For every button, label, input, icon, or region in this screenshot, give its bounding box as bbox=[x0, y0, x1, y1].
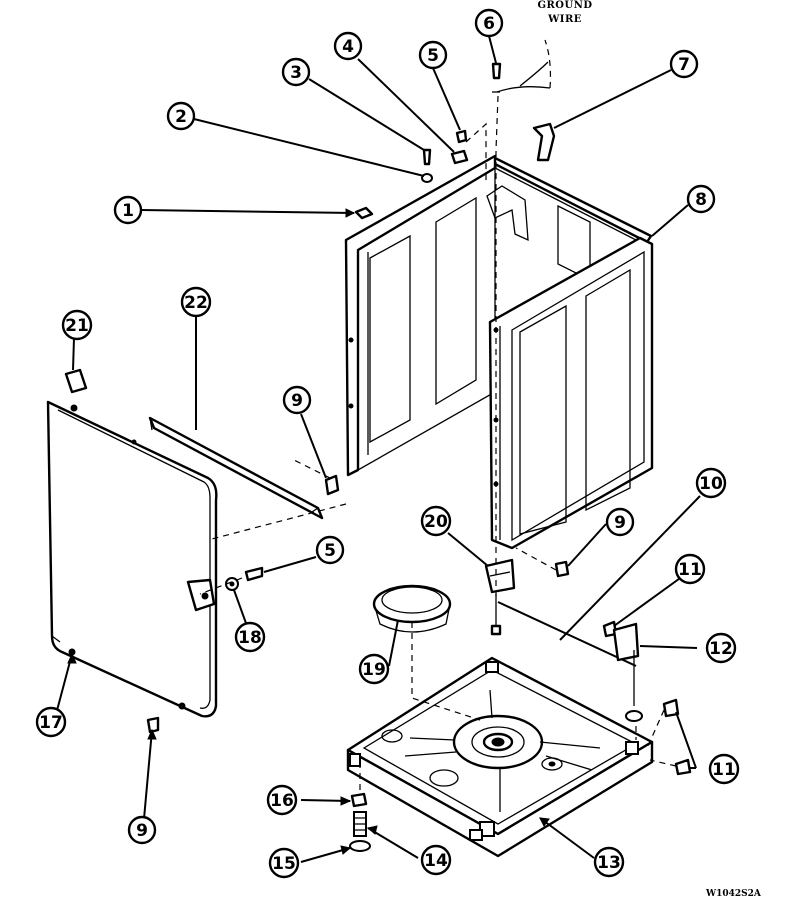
callout-11b-label: 11 bbox=[712, 760, 736, 780]
front-panel bbox=[46, 400, 218, 718]
callout-14: 14 bbox=[420, 844, 452, 876]
callout-9b: 9 bbox=[605, 507, 635, 537]
callout-20-label: 20 bbox=[424, 512, 448, 532]
callout-13: 13 bbox=[593, 846, 625, 878]
callout-1-label: 1 bbox=[122, 201, 134, 221]
ground-wire-label-line1: GROUND bbox=[537, 0, 592, 11]
callout-19: 19 bbox=[358, 653, 390, 685]
leader-lines bbox=[54, 35, 701, 863]
callout-18-label: 18 bbox=[238, 628, 262, 648]
callout-12: 12 bbox=[705, 632, 737, 664]
callout-3-label: 3 bbox=[290, 63, 302, 83]
callout-17-label: 17 bbox=[39, 713, 63, 733]
callout-1: 1 bbox=[113, 195, 143, 225]
callout-9c: 9 bbox=[127, 815, 157, 845]
base bbox=[346, 656, 654, 858]
callout-15-label: 15 bbox=[272, 854, 296, 874]
callout-4: 4 bbox=[333, 31, 363, 61]
callout-4-label: 4 bbox=[342, 37, 354, 57]
callout-13-label: 13 bbox=[597, 853, 621, 873]
callout-5b-label: 5 bbox=[324, 541, 336, 561]
callout-7-label: 7 bbox=[678, 55, 690, 75]
callout-18: 18 bbox=[234, 621, 266, 653]
callout-22-label: 22 bbox=[184, 293, 208, 313]
callout-10-label: 10 bbox=[699, 474, 723, 494]
callout-6-label: 6 bbox=[483, 14, 495, 34]
ground-wire-label-line2: WIRE bbox=[547, 14, 582, 25]
callout-9a-label: 9 bbox=[291, 391, 303, 411]
cabinet bbox=[344, 154, 654, 550]
callout-17: 17 bbox=[35, 706, 67, 738]
callout-2-label: 2 bbox=[175, 107, 187, 127]
callout-8-label: 8 bbox=[695, 190, 707, 210]
assembly-lines bbox=[199, 95, 677, 790]
callout-16: 16 bbox=[266, 784, 298, 816]
callout-5a: 5 bbox=[418, 40, 448, 70]
callout-8: 8 bbox=[686, 184, 716, 214]
callout-20: 20 bbox=[420, 505, 452, 537]
callout-9b-label: 9 bbox=[614, 513, 626, 533]
callout-11a: 11 bbox=[674, 553, 706, 585]
callout-11b: 11 bbox=[708, 753, 740, 785]
callout-10: 10 bbox=[695, 467, 727, 499]
callout-5a-label: 5 bbox=[427, 46, 439, 66]
drawing-code: W1042S2A bbox=[705, 889, 762, 899]
callout-15: 15 bbox=[268, 847, 300, 879]
callout-11a-label: 11 bbox=[678, 560, 702, 580]
callout-22: 22 bbox=[180, 286, 212, 318]
callout-21-label: 21 bbox=[65, 316, 89, 336]
callout-16-label: 16 bbox=[270, 791, 294, 811]
callout-2: 2 bbox=[166, 101, 196, 131]
callout-5b: 5 bbox=[315, 535, 345, 565]
callout-12-label: 12 bbox=[709, 639, 733, 659]
callout-7: 7 bbox=[669, 49, 699, 79]
callout-19-label: 19 bbox=[362, 660, 386, 680]
callout-6: 6 bbox=[474, 8, 504, 38]
callout-21: 21 bbox=[61, 309, 93, 341]
callout-14-label: 14 bbox=[424, 851, 448, 871]
callout-9a: 9 bbox=[282, 385, 312, 415]
callout-3: 3 bbox=[281, 57, 311, 87]
callout-9c-label: 9 bbox=[136, 821, 148, 841]
small-parts bbox=[64, 39, 692, 852]
